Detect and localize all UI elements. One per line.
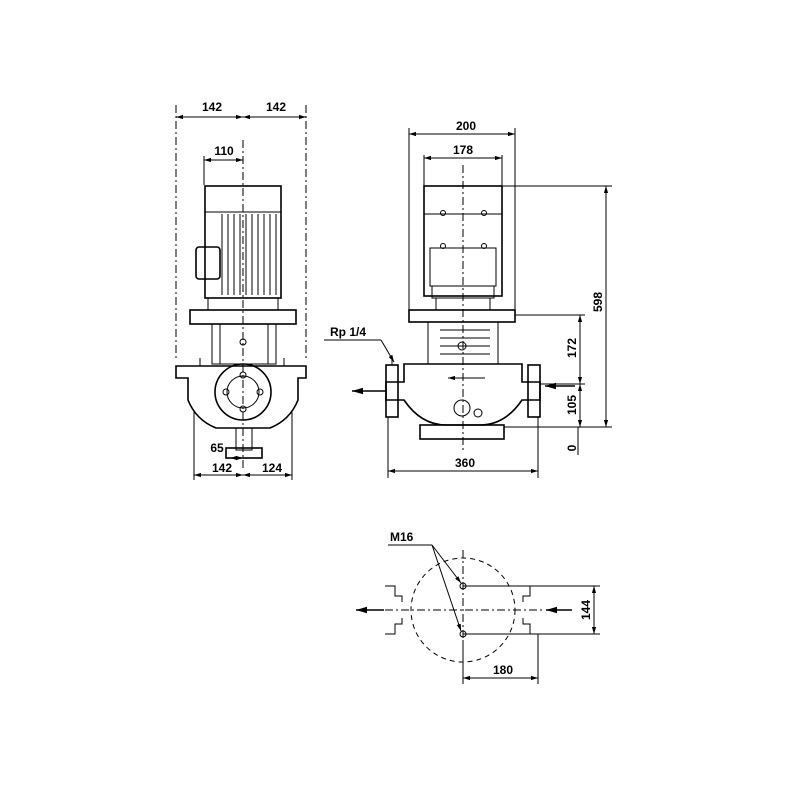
dim-label-0: 0	[565, 444, 579, 451]
dim-foot-180: 180	[463, 663, 538, 681]
side-view: 142 142 110	[175, 100, 307, 480]
dim-front-105: 105	[565, 384, 583, 427]
dim-label-180: 180	[493, 663, 513, 677]
dim-front-360: 360	[388, 456, 538, 474]
label-m16: M16	[390, 530, 414, 544]
dim-front-200: 200	[409, 119, 515, 137]
dim-front-178: 178	[424, 143, 502, 161]
dim-label-142-bottom: 142	[212, 461, 232, 475]
callout-m16: M16	[388, 530, 462, 632]
dim-label-110: 110	[214, 144, 234, 158]
dim-label-144: 144	[579, 600, 593, 620]
front-view: 200 178	[324, 119, 612, 478]
dim-label-124: 124	[262, 461, 282, 475]
dim-front-0: 0	[565, 427, 579, 455]
callout-rp14: Rp 1/4	[324, 325, 395, 363]
label-rp14: Rp 1/4	[330, 325, 366, 339]
dim-front-172: 172	[565, 315, 583, 384]
dim-label-65: 65	[210, 441, 224, 455]
dim-side-top: 142 142	[176, 100, 306, 120]
foot-plan-view: M16 144 180	[356, 530, 600, 684]
dim-label-105: 105	[565, 395, 579, 415]
dim-label-598: 598	[591, 292, 605, 312]
dim-side-110: 110	[203, 144, 243, 185]
dim-label-142-right: 142	[266, 100, 286, 114]
dim-front-598: 598	[591, 186, 609, 427]
dim-side-65: 65	[210, 441, 243, 461]
dim-label-142-left: 142	[202, 100, 222, 114]
dim-label-200: 200	[456, 119, 476, 133]
dim-label-178: 178	[453, 143, 473, 157]
dim-side-bottom: 142 124	[194, 461, 292, 478]
dim-label-360: 360	[455, 456, 475, 470]
dim-label-172: 172	[565, 338, 579, 358]
dim-foot-144: 144	[579, 586, 597, 634]
